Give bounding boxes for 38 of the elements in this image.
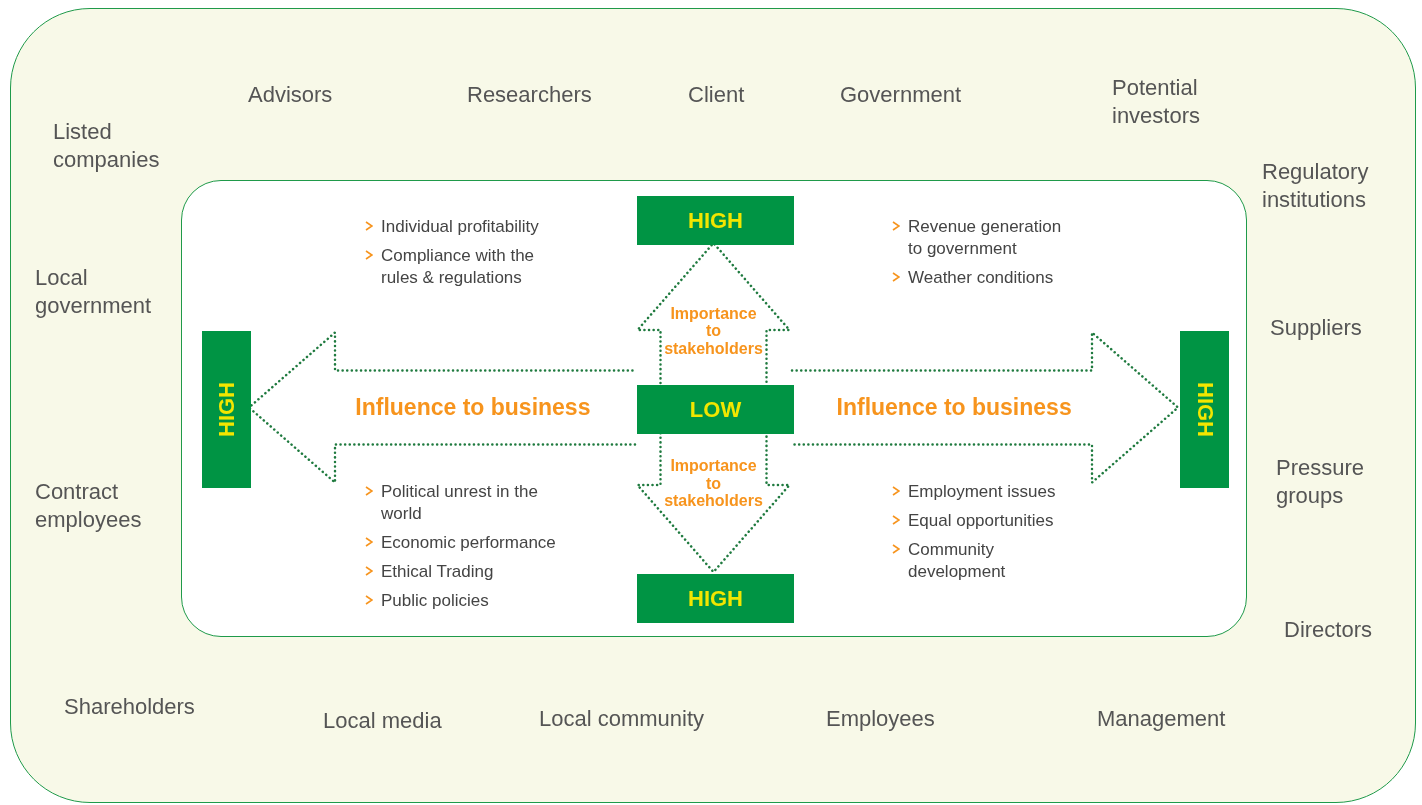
list-item: Equal opportunities (908, 510, 1054, 532)
stakeholder-label: Employees (826, 705, 935, 733)
stakeholder-label: Regulatory institutions (1262, 158, 1370, 213)
level-bar: HIGH (1180, 331, 1229, 488)
list-item: Public policies (381, 590, 489, 612)
stakeholder-label: Local community (539, 705, 705, 733)
stakeholder-label: Potential investors (1112, 74, 1202, 129)
stakeholder-label: Listed companies (53, 118, 161, 173)
list-item: Revenue generation to government (908, 216, 1063, 261)
stakeholder-label: Local government (35, 264, 153, 319)
level-bar: HIGH (202, 331, 251, 488)
level-bar: HIGH (637, 574, 794, 623)
edge-label: Importance to stakeholders (663, 304, 764, 358)
list-item: Economic performance (381, 532, 556, 554)
stakeholder-label: Government (840, 81, 962, 109)
list-item: Compliance with the rules & regulations (381, 245, 536, 290)
stakeholder-label: Pressure groups (1276, 454, 1366, 509)
stakeholder-label: Shareholders (64, 693, 195, 721)
stakeholder-label: Directors (1284, 616, 1372, 644)
list-item: Individual profitability (381, 216, 539, 238)
edge-label: Importance to stakeholders (663, 457, 764, 511)
list-item: Weather conditions (908, 267, 1054, 289)
list-item: Employment issues (908, 481, 1056, 503)
stakeholder-label: Management (1097, 705, 1226, 733)
level-bar: HIGH (637, 196, 794, 245)
stakeholder-label: Suppliers (1270, 314, 1362, 342)
list-item: Political unrest in the world (381, 481, 539, 526)
level-bar: LOW (637, 385, 794, 434)
stakeholder-label: Researchers (467, 81, 592, 109)
edge-label: Influence to business (835, 395, 1073, 421)
outer-panel (10, 8, 1416, 803)
list-item: Ethical Trading (381, 561, 494, 583)
list-item: Community development (908, 539, 1007, 584)
stakeholder-label: Advisors (248, 81, 333, 109)
stakeholder-label: Contract employees (35, 478, 143, 533)
stakeholder-label: Local media (323, 707, 442, 735)
stakeholder-label: Client (688, 81, 745, 109)
edge-label: Influence to business (354, 395, 592, 421)
